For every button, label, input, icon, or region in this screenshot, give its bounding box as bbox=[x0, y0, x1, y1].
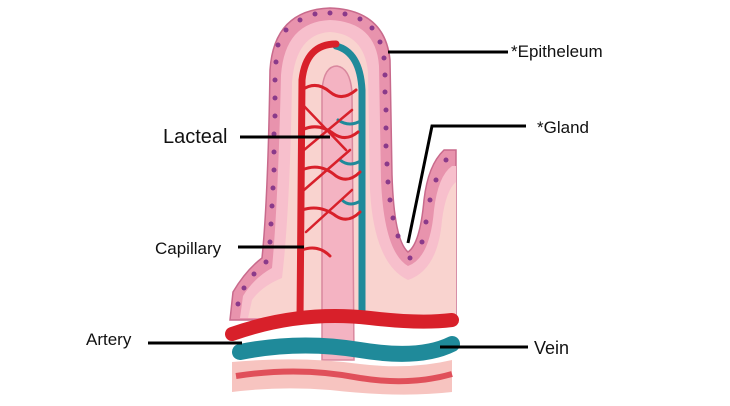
leader-lines bbox=[148, 50, 528, 349]
artery-vessels bbox=[225, 40, 459, 341]
label-vein: Vein bbox=[534, 338, 570, 358]
epithelial-nuclei bbox=[235, 10, 449, 307]
label-artery: Artery bbox=[86, 330, 132, 349]
label-epithelium: *Epitheleum bbox=[511, 42, 603, 61]
label-gland: *Gland bbox=[537, 118, 589, 137]
lacteal-vessel bbox=[321, 65, 355, 361]
base-artery bbox=[235, 368, 453, 385]
label-capillary: Capillary bbox=[155, 239, 222, 258]
label-lacteal: Lacteal bbox=[163, 126, 228, 148]
